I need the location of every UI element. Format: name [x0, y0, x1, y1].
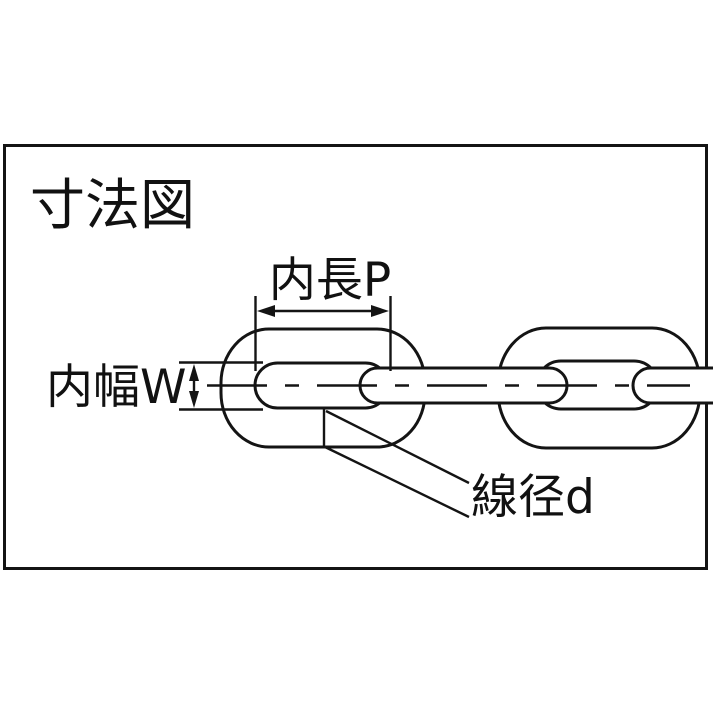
dim-w-arrowhead-top: [189, 364, 199, 381]
dim-w-arrowhead-bottom: [189, 391, 199, 408]
label-inner-width: 内幅W: [46, 360, 186, 415]
label-inner-length: 内長P: [269, 253, 391, 308]
dim-p-arrowhead-left: [257, 305, 275, 317]
diagram-title: 寸法図: [30, 173, 195, 237]
leader-wire-upper: [325, 409, 470, 485]
dim-p-arrowhead-right: [371, 305, 389, 317]
leader-wire-lower: [324, 445, 470, 519]
label-wire-diameter: 線径d: [471, 470, 595, 525]
